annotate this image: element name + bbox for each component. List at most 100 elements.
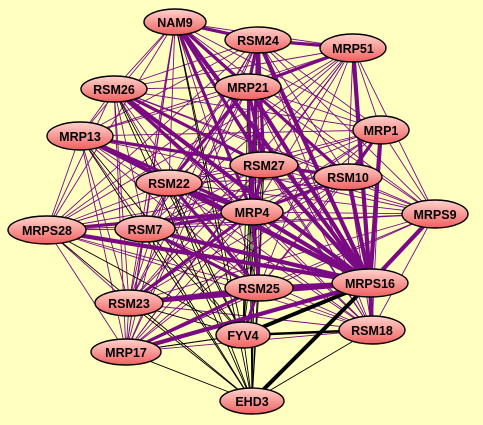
node-rsm26[interactable]: RSM26 bbox=[80, 75, 148, 103]
node-label: MRPS28 bbox=[22, 224, 72, 238]
node-mrp17[interactable]: MRP17 bbox=[90, 338, 162, 366]
node-mrp4[interactable]: MRP4 bbox=[220, 198, 284, 226]
edge bbox=[168, 182, 436, 215]
edge bbox=[257, 39, 349, 178]
node-label: NAM9 bbox=[157, 16, 192, 30]
edge-thick bbox=[367, 127, 384, 286]
edge bbox=[257, 39, 382, 131]
edge bbox=[46, 229, 260, 289]
node-nam9[interactable]: NAM9 bbox=[143, 8, 207, 36]
edge-thick bbox=[112, 87, 254, 214]
edge bbox=[168, 182, 373, 331]
edge-thick bbox=[127, 210, 254, 305]
edge-thick bbox=[112, 87, 266, 167]
node-fyv4[interactable]: FYV4 bbox=[215, 321, 271, 349]
node-label: MRPS16 bbox=[345, 277, 395, 291]
node-ellipse[interactable] bbox=[7, 215, 87, 245]
node-rsm27[interactable]: RSM27 bbox=[229, 151, 299, 179]
node-ellipse[interactable] bbox=[331, 268, 409, 298]
node-label: RSM25 bbox=[238, 282, 280, 296]
edge bbox=[263, 164, 373, 331]
node-ellipse[interactable] bbox=[46, 121, 114, 151]
node-label: MRP21 bbox=[227, 81, 269, 95]
node-ellipse[interactable] bbox=[94, 289, 164, 317]
edge bbox=[46, 88, 115, 231]
edge-black bbox=[242, 164, 265, 336]
edge bbox=[371, 213, 436, 331]
node-rsm7[interactable]: RSM7 bbox=[114, 215, 176, 243]
edge bbox=[46, 229, 127, 353]
node-rsm24[interactable]: RSM24 bbox=[224, 26, 292, 54]
node-label: RSM22 bbox=[148, 177, 190, 191]
node-label: MRP51 bbox=[332, 42, 374, 56]
node-ellipse[interactable] bbox=[215, 321, 271, 349]
node-ellipse[interactable] bbox=[143, 8, 207, 36]
node-ellipse[interactable] bbox=[224, 274, 294, 302]
node-ellipse[interactable] bbox=[224, 26, 292, 54]
node-ellipse[interactable] bbox=[214, 73, 282, 101]
edge-black bbox=[46, 229, 244, 336]
edge bbox=[128, 21, 176, 304]
node-ehd3[interactable]: EHD3 bbox=[219, 387, 285, 415]
node-ellipse[interactable] bbox=[401, 199, 469, 229]
node-mrp51[interactable]: MRP51 bbox=[319, 33, 387, 63]
node-label: MRP1 bbox=[364, 124, 399, 138]
edge bbox=[79, 129, 382, 137]
node-ellipse[interactable] bbox=[338, 315, 406, 345]
edge-black bbox=[79, 135, 253, 402]
node-ellipse[interactable] bbox=[313, 163, 383, 191]
edge bbox=[113, 47, 354, 90]
edge bbox=[113, 88, 170, 184]
edge-thick bbox=[167, 181, 261, 290]
node-label: MRP13 bbox=[59, 130, 101, 144]
node-ellipse[interactable] bbox=[219, 387, 285, 415]
node-label: RSM26 bbox=[93, 83, 135, 97]
edge bbox=[46, 86, 249, 231]
edge-thick bbox=[245, 84, 373, 286]
node-label: RSM7 bbox=[128, 223, 163, 237]
node-rsm25[interactable]: RSM25 bbox=[224, 274, 294, 302]
node-ellipse[interactable] bbox=[319, 33, 387, 63]
edge-thick bbox=[44, 227, 373, 286]
node-label: RSM27 bbox=[243, 159, 285, 173]
node-label: RSM23 bbox=[108, 297, 150, 311]
edge bbox=[113, 88, 436, 215]
node-mrp13[interactable]: MRP13 bbox=[46, 121, 114, 151]
node-ellipse[interactable] bbox=[114, 215, 176, 243]
edge bbox=[128, 176, 349, 304]
edge-thick bbox=[345, 174, 373, 286]
edge bbox=[258, 47, 354, 289]
node-ellipse[interactable] bbox=[80, 75, 148, 103]
node-rsm18[interactable]: RSM18 bbox=[338, 315, 406, 345]
edge-thick bbox=[246, 85, 350, 179]
node-ellipse[interactable] bbox=[352, 115, 410, 145]
edge-black bbox=[113, 88, 253, 402]
node-mrp1[interactable]: MRP1 bbox=[352, 115, 410, 145]
node-label: MRPS9 bbox=[413, 208, 456, 222]
node-ellipse[interactable] bbox=[229, 151, 299, 179]
node-ellipse[interactable] bbox=[220, 198, 284, 226]
edge bbox=[46, 229, 373, 331]
node-mrp21[interactable]: MRP21 bbox=[214, 73, 282, 101]
edge bbox=[125, 182, 170, 353]
node-rsm22[interactable]: RSM22 bbox=[135, 169, 203, 197]
node-mrps9[interactable]: MRPS9 bbox=[401, 199, 469, 229]
node-rsm10[interactable]: RSM10 bbox=[313, 163, 383, 191]
edge bbox=[247, 86, 436, 215]
edge bbox=[79, 135, 146, 230]
node-label: RSM10 bbox=[327, 171, 369, 185]
edge bbox=[128, 47, 354, 304]
node-rsm23[interactable]: RSM23 bbox=[94, 289, 164, 317]
node-mrps16[interactable]: MRPS16 bbox=[331, 268, 409, 298]
node-ellipse[interactable] bbox=[135, 169, 203, 197]
node-label: EHD3 bbox=[235, 395, 268, 409]
node-ellipse[interactable] bbox=[90, 338, 162, 366]
edge bbox=[251, 47, 354, 213]
node-mrps28[interactable]: MRPS28 bbox=[7, 215, 87, 245]
node-label: MRP4 bbox=[235, 206, 270, 220]
node-label: FYV4 bbox=[227, 329, 258, 343]
node-label: RSM18 bbox=[351, 324, 393, 338]
edge-black bbox=[46, 229, 253, 402]
